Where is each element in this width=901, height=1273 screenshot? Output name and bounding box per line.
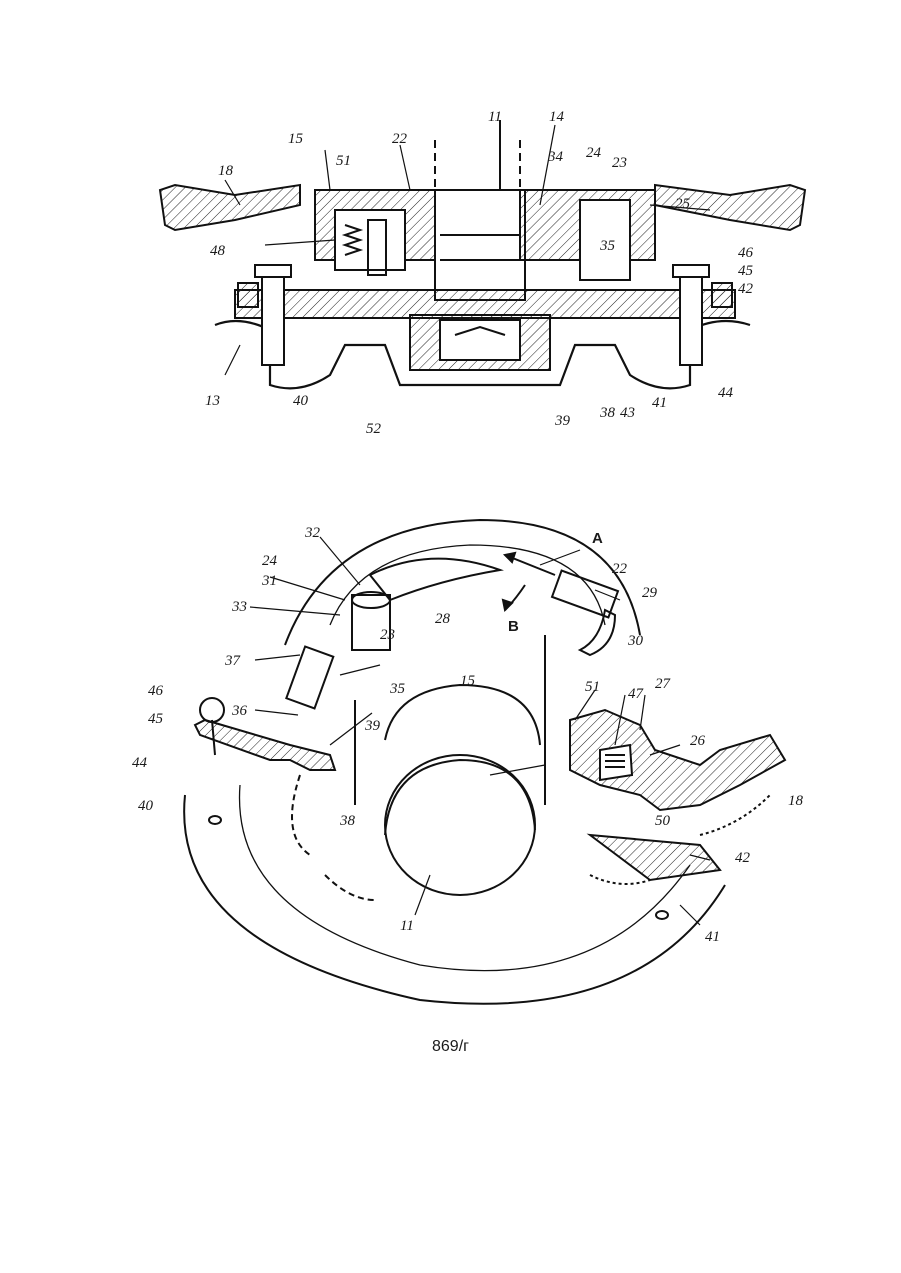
- ref-label: 27: [655, 676, 672, 692]
- ref-label: 11: [488, 109, 502, 125]
- ref-label: 39: [364, 718, 381, 734]
- ref-label: 46: [148, 683, 164, 699]
- ref-label: 46: [738, 245, 754, 261]
- ref-label: 31: [261, 573, 277, 589]
- ref-label: 43: [620, 405, 635, 421]
- ref-label: 22: [392, 131, 408, 147]
- ref-label: 45: [148, 711, 164, 727]
- ref-label: 44: [718, 385, 734, 401]
- ref-label: 52: [366, 421, 382, 437]
- ref-label: 39: [554, 413, 571, 429]
- ref-label: 35: [389, 681, 406, 697]
- ref-label: 11: [400, 918, 414, 934]
- ref-label: 25: [675, 196, 691, 212]
- ref-label: 40: [138, 798, 154, 814]
- ref-label: 44: [132, 755, 148, 771]
- ref-label: 22: [612, 561, 628, 577]
- ref-label: 23: [612, 155, 627, 171]
- ref-label: 35: [599, 238, 616, 254]
- ref-label: 18: [788, 793, 804, 809]
- section-drawing: [160, 120, 805, 388]
- ref-label: 30: [627, 633, 644, 649]
- ref-label: 24: [586, 145, 602, 161]
- ref-label: B: [508, 618, 519, 635]
- ref-label: 38: [599, 405, 616, 421]
- ref-label: 38: [339, 813, 356, 829]
- ref-label: 32: [304, 525, 321, 541]
- perspective-drawing: [184, 520, 785, 1004]
- perspective-view-figure: 32 24 31 33 22 A 29 28 B 23 30 37 35 15 …: [0, 505, 901, 1015]
- ref-label: 42: [735, 850, 751, 866]
- ref-label: 14: [549, 109, 565, 125]
- ref-label: 41: [705, 929, 720, 945]
- ref-label: 15: [288, 131, 304, 147]
- ref-label: 47: [628, 686, 645, 702]
- page-caption: 869/г: [0, 1038, 901, 1056]
- ref-label: 26: [690, 733, 706, 749]
- ref-label: 23: [380, 627, 395, 643]
- ref-label: 24: [262, 553, 278, 569]
- ref-label: A: [592, 530, 603, 547]
- sectional-view-figure: 15 22 51 18 48 11 14 34 24 23 25 35 46 4…: [0, 95, 901, 455]
- ref-label: 28: [435, 611, 451, 627]
- ref-label: 41: [652, 395, 667, 411]
- ref-label: 37: [224, 653, 242, 669]
- ref-label: 34: [547, 149, 564, 165]
- ref-label: 48: [210, 243, 226, 259]
- ref-label: 33: [231, 599, 247, 615]
- ref-label: 29: [642, 585, 658, 601]
- ref-label: 51: [585, 679, 600, 695]
- ref-label: 36: [231, 703, 248, 719]
- ref-label: 18: [218, 163, 234, 179]
- ref-label: 42: [738, 281, 754, 297]
- ref-label: 45: [738, 263, 754, 279]
- ref-label: 15: [460, 673, 476, 689]
- ref-label: 40: [293, 393, 309, 409]
- ref-label: 51: [336, 153, 351, 169]
- ref-label: 50: [655, 813, 671, 829]
- ref-label: 13: [205, 393, 220, 409]
